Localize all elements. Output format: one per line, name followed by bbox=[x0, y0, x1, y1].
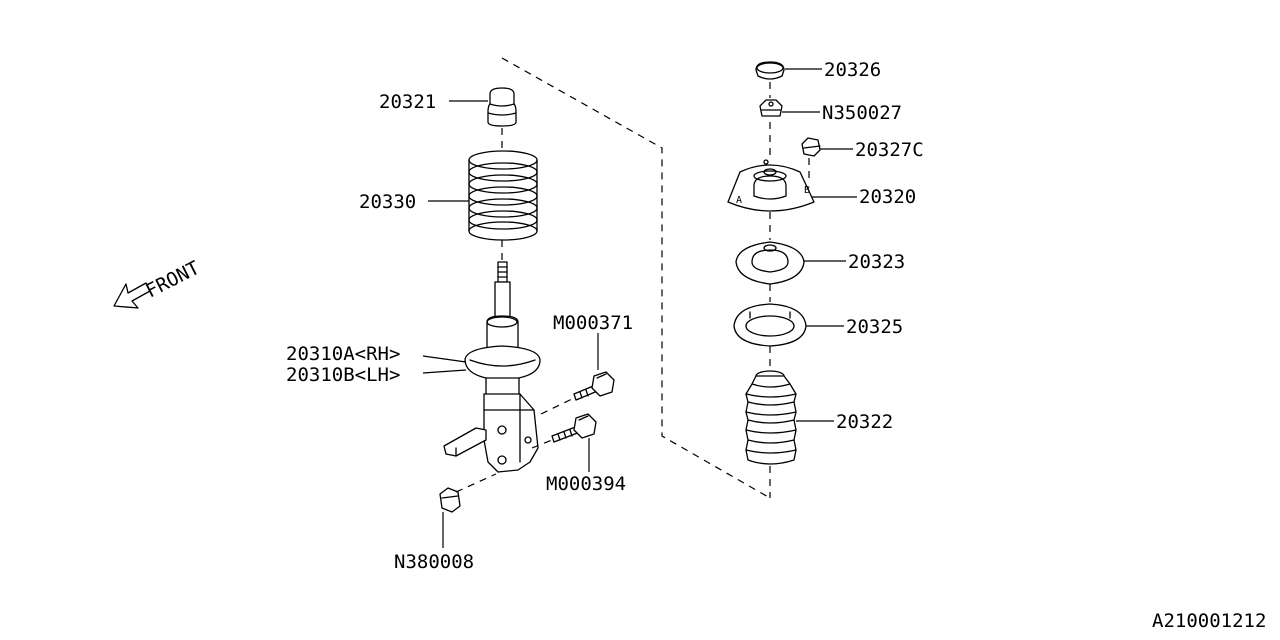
coil-spring-part bbox=[468, 150, 538, 241]
mark-a: A bbox=[736, 195, 742, 206]
lower-nut-part bbox=[439, 487, 461, 513]
upper-bolt-part bbox=[573, 371, 615, 401]
spring-rubber-seat-part bbox=[733, 303, 807, 347]
label-20321: 20321 bbox=[379, 91, 436, 113]
strut-shock-absorber-part bbox=[443, 261, 541, 473]
strut-cap-part bbox=[755, 61, 785, 80]
label-20326: 20326 bbox=[824, 59, 881, 81]
label-20322: 20322 bbox=[836, 411, 893, 433]
upper-spring-seat-part bbox=[735, 241, 805, 285]
label-20320: 20320 bbox=[859, 186, 916, 208]
diagram-id: A210001212 bbox=[1152, 610, 1266, 632]
top-nut-part bbox=[759, 99, 783, 117]
label-20325: 20325 bbox=[846, 316, 903, 338]
label-20330: 20330 bbox=[359, 191, 416, 213]
label-n380008: N380008 bbox=[394, 551, 474, 573]
strut-mount-part: A B bbox=[727, 159, 815, 212]
mark-b: B bbox=[804, 185, 810, 196]
label-m000371: M000371 bbox=[553, 312, 633, 334]
label-20327c: 20327C bbox=[855, 139, 924, 161]
label-20323: 20323 bbox=[848, 251, 905, 273]
assembly-connector-dashes bbox=[501, 57, 771, 499]
lower-bolt-part bbox=[551, 413, 597, 443]
label-20310a: 20310A<RH> bbox=[286, 343, 400, 365]
bump-stop-part bbox=[487, 87, 517, 127]
mount-nut-part bbox=[801, 137, 821, 157]
front-label: FRONT bbox=[142, 257, 203, 303]
label-20310b: 20310B<LH> bbox=[286, 364, 400, 386]
label-m000394: M000394 bbox=[546, 473, 626, 495]
front-direction-arrow: FRONT bbox=[113, 257, 203, 309]
dust-boot-part bbox=[745, 370, 797, 465]
label-n350027: N350027 bbox=[822, 102, 902, 124]
